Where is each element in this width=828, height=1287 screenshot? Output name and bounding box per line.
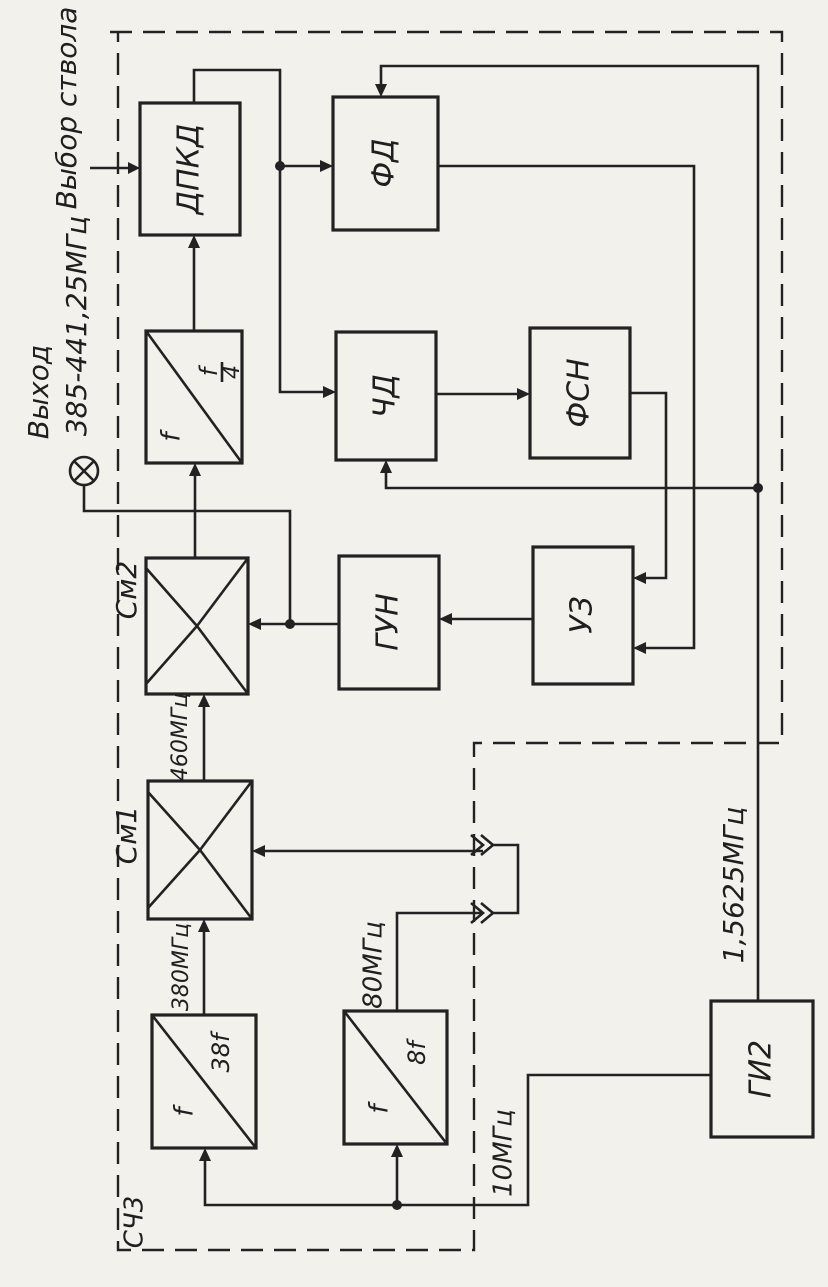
link-mult38-to-sm1 [198,919,210,1015]
uz-label: УЗ [565,596,600,634]
link-mult8-to-sm1 [252,834,520,1011]
gun-block: ГУН [337,554,441,691]
link-sm1-to-sm2 [198,694,210,781]
link-sm2-to-divider [189,463,201,558]
output-range-label: 385-441,25МГц [60,216,93,436]
mult38-block: f 38f [150,1013,258,1150]
chd-block: ЧД [334,330,438,462]
fd-block: ФД [331,95,440,232]
fd-label: ФД [367,138,402,187]
fsn-label: ФСН [562,358,597,427]
link-reference-feed [375,64,763,1001]
mult38-input-label: f [170,1104,200,1117]
link-fd-to-uz [438,164,696,654]
mult38-output-label: 38f [207,1030,235,1073]
dpkd-label: ДПКД [172,124,207,217]
divider-block: f f 4 [144,329,245,465]
sm1-mixer-symbol [147,791,202,909]
mult8-diagonal [342,1010,449,1145]
sm2-label: См2 [110,561,143,620]
mult8-input-label: f [365,1101,395,1114]
divider-output-top: f [195,364,223,376]
dpkd-block: ДПКД [138,101,242,237]
output-connector-icon [68,455,100,487]
freq-15625-label: 1,5625МГц [717,807,750,964]
freq-80-label: 80МГц [359,921,389,1009]
uz-block: УЗ [531,545,635,686]
link-dpkd-to-fd-chd [192,68,336,398]
sm2-mixer-symbol [145,567,199,685]
link-gun-to-sm2 [82,485,339,630]
gi2-label: ГИ2 [744,1040,779,1098]
link-uz-to-gun [439,613,533,625]
mult8-output-label: 8f [403,1038,431,1065]
channel-select-label: Выбор ствола [50,7,83,210]
sm1-block: См1 [110,779,254,921]
link-divider-to-dpkd [188,235,200,331]
gi2-block: ГИ2 [709,999,815,1139]
mult38-diagonal [150,1014,258,1149]
fsn-block: ФСН [528,326,632,460]
module-boundary [110,30,784,1252]
mult8-block: f 8f [342,1009,449,1146]
divider-diagonal [144,330,244,464]
link-fsn-to-uz [630,391,668,584]
freq-460-label: 460МГц [168,693,193,781]
sm1-label: См1 [110,806,143,865]
link-chd-to-fsn [436,388,530,400]
chd-label: ЧД [368,374,403,418]
sm2-block: См2 [110,556,250,696]
divider-output-bottom: 4 [220,365,245,379]
output-label: Выход [22,345,55,439]
channel-select-line [90,162,140,174]
module-name-label: СЧ3 [120,1196,150,1249]
gun-label: ГУН [371,593,406,651]
divider-input-label: f [157,429,187,442]
freq-10-label: 10МГц [489,1109,519,1197]
freq-380-label: 380МГц [169,923,194,1011]
link-10mhz-bus [199,1073,711,1210]
